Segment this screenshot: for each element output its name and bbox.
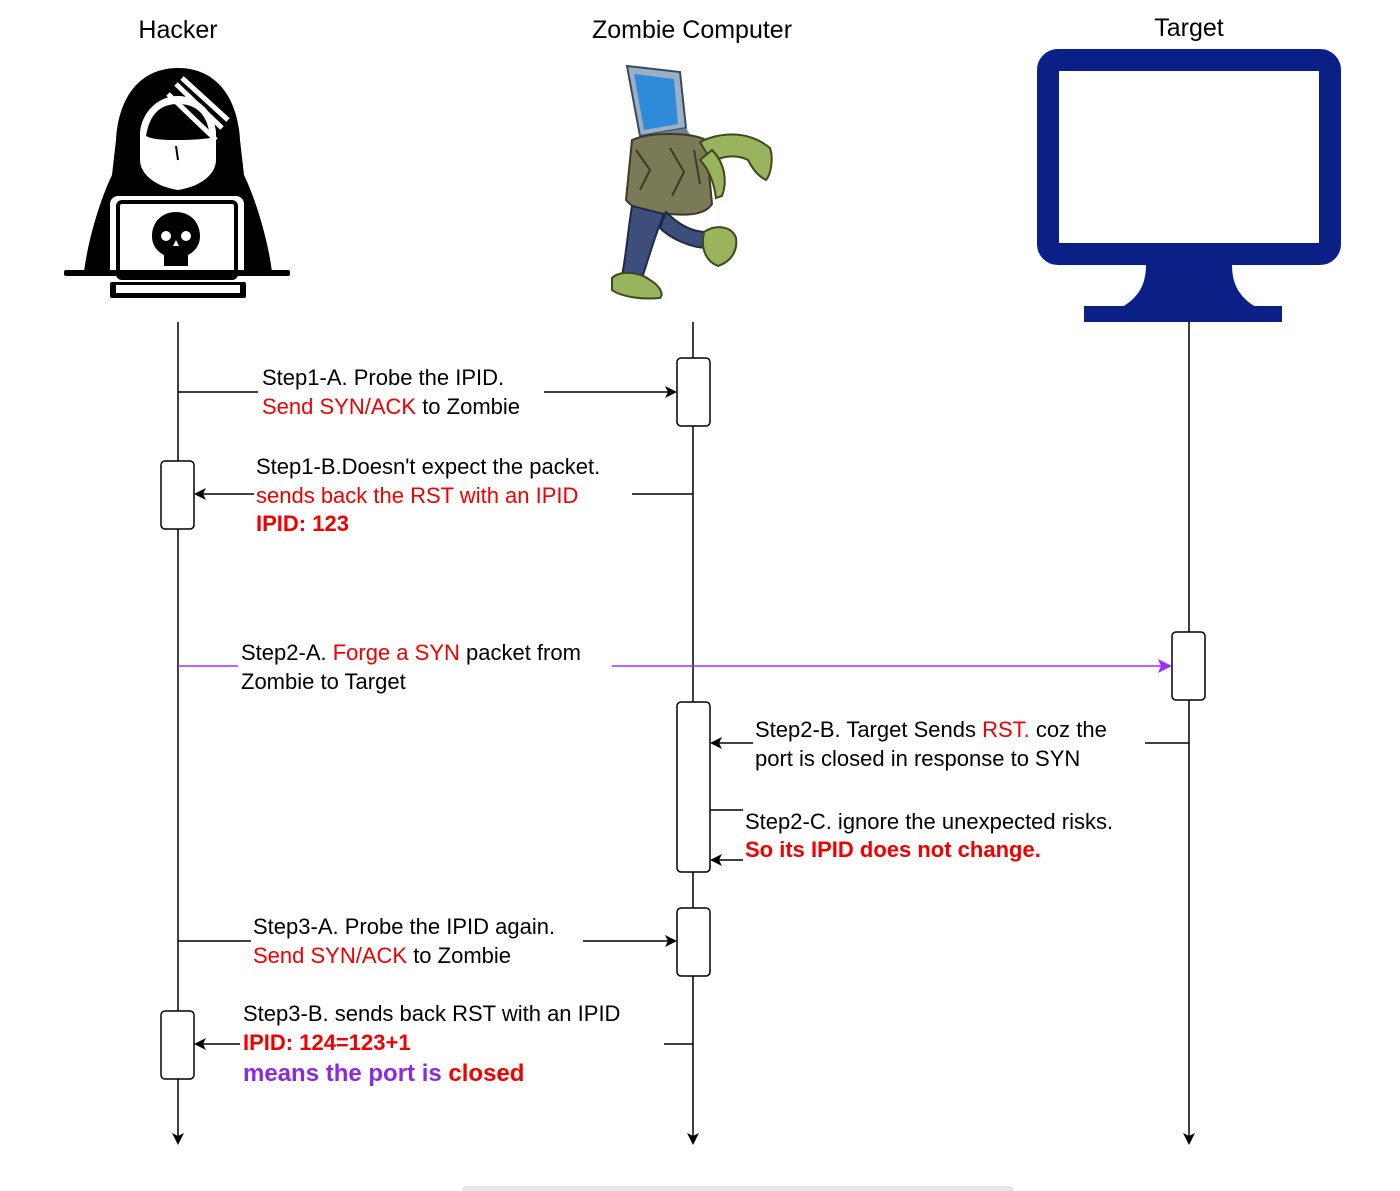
svg-text:Step2-B. Target Sends RST. coz: Step2-B. Target Sends RST. coz the: [755, 717, 1107, 742]
step-label: Step2-C. ignore the unexpected risks.: [745, 809, 1113, 834]
red-highlight: Send SYN/ACK: [253, 943, 407, 968]
red-highlight: closed: [448, 1060, 524, 1087]
step2c-message: Step2-C. ignore the unexpected risks. So…: [710, 806, 1147, 866]
step1b-message: Step1-B.Doesn't expect the packet. sends…: [194, 452, 693, 540]
step-label: Step2-B. Target Sends: [755, 717, 982, 742]
red-highlight: Forge a SYN: [333, 640, 460, 665]
step2b-message: Step2-B. Target Sends RST. coz the port …: [710, 714, 1189, 774]
svg-text:IPID: 123: IPID: 123: [256, 511, 349, 536]
svg-text:port is closed in response to: port is closed in response to SYN: [755, 746, 1080, 771]
ipid-value: IPID: 123: [256, 511, 349, 536]
svg-text:means the port is closed: means the port is closed: [243, 1060, 524, 1087]
step-text: packet from: [460, 640, 581, 665]
svg-text:Zombie to Target: Zombie to Target: [241, 669, 406, 694]
red-highlight: RST.: [982, 717, 1030, 742]
activation-box: [1171, 631, 1206, 701]
step1a-message: Step1-A. Probe the IPID. Send SYN/ACK to…: [178, 362, 677, 422]
actor-title-zombie: Zombie Computer: [592, 16, 792, 44]
svg-text:Step1-A. Probe the IPID.: Step1-A. Probe the IPID.: [262, 365, 504, 390]
ipid-value: IPID: 124=123+1: [243, 1030, 411, 1055]
red-highlight: So its IPID does not change.: [745, 837, 1041, 862]
step-label: Step2-A.: [241, 640, 333, 665]
step2a-message: Step2-A. Forge a SYN packet from Zombie …: [178, 637, 1172, 697]
svg-text:Step3-B. sends back RST with a: Step3-B. sends back RST with an IPID: [243, 1001, 620, 1026]
step3a-message: Step3-A. Probe the IPID again. Send SYN/…: [178, 911, 677, 971]
svg-text:So its IPID does not change.: So its IPID does not change.: [745, 837, 1041, 862]
step-label: Step3-A. Probe the IPID again.: [253, 914, 555, 939]
step-label: Step1-B.Doesn't expect the packet.: [256, 454, 600, 479]
horizontal-scrollbar[interactable]: [462, 1186, 1014, 1191]
activation-box: [676, 357, 711, 427]
activation-box: [676, 701, 711, 873]
target-monitor-icon: [1037, 49, 1341, 322]
activation-box: [160, 460, 195, 530]
step3b-message: Step3-B. sends back RST with an IPID IPI…: [194, 998, 693, 1092]
hacker-icon: [64, 68, 290, 298]
step-text: Zombie to Target: [241, 669, 406, 694]
step-label: Step3-B. sends back RST with an IPID: [243, 1001, 620, 1026]
self-message-arrow: [710, 809, 746, 866]
step-text: port is closed in response to SYN: [755, 746, 1080, 771]
svg-text:Step2-C. ignore the unexpected: Step2-C. ignore the unexpected risks.: [745, 809, 1113, 834]
step-text: to Zombie: [416, 394, 520, 419]
svg-text:Send SYN/ACK to Zombie: Send SYN/ACK to Zombie: [262, 394, 520, 419]
purple-conclusion: means the port is: [243, 1060, 448, 1087]
svg-text:IPID: 124=123+1: IPID: 124=123+1: [243, 1030, 411, 1055]
svg-text:sends back the RST with an IPI: sends back the RST with an IPID: [256, 483, 578, 508]
step-label: Step1-A. Probe the IPID.: [262, 365, 504, 390]
svg-text:Step2-A. Forge a SYN packet fr: Step2-A. Forge a SYN packet from: [241, 640, 581, 665]
svg-text:Step3-A. Probe the IPID again.: Step3-A. Probe the IPID again.: [253, 914, 555, 939]
actor-title-hacker: Hacker: [138, 16, 217, 44]
svg-text:Send SYN/ACK to Zombie: Send SYN/ACK to Zombie: [253, 943, 511, 968]
step-text: coz the: [1030, 717, 1107, 742]
red-highlight: Send SYN/ACK: [262, 394, 416, 419]
step-text: to Zombie: [407, 943, 511, 968]
svg-text:Step1-B.Doesn't expect the pac: Step1-B.Doesn't expect the packet.: [256, 454, 600, 479]
activation-box: [160, 1010, 195, 1080]
red-highlight: sends back the RST with an IPID: [256, 483, 578, 508]
activation-box: [676, 907, 711, 977]
actor-title-target: Target: [1154, 14, 1224, 42]
zombie-computer-icon: [611, 64, 773, 300]
